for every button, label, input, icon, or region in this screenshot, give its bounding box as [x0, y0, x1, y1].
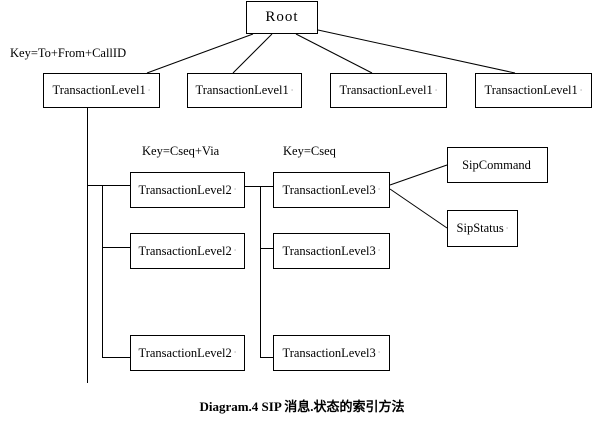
transaction-level2-node-1: TransactionLevel2·	[130, 172, 245, 208]
node-label: TransactionLevel1	[195, 83, 289, 98]
transaction-level1-node-4: TransactionLevel1·	[475, 73, 592, 108]
paragraph-mark: ·	[233, 348, 237, 357]
node-label: TransactionLevel3	[282, 345, 376, 360]
node-label: TransactionLevel1	[339, 83, 433, 98]
node-label: SipCommand	[462, 157, 531, 172]
paragraph-mark: ·	[579, 85, 583, 95]
key-label-level3: Key=Cseq	[283, 144, 336, 158]
transaction-level2-node-3: TransactionLevel2·	[130, 335, 245, 371]
paragraph-mark: ·	[377, 246, 381, 255]
transaction-level1-node-3: TransactionLevel1·	[330, 73, 447, 108]
paragraph-mark: ·	[147, 85, 151, 95]
transaction-level3-node-1: TransactionLevel3·	[273, 172, 390, 208]
node-label: TransactionLevel2	[138, 182, 232, 197]
node-label: TransactionLevel3	[282, 243, 376, 258]
node-label: TransactionLevel1	[484, 83, 578, 98]
sip-status-node: SipStatus·	[447, 210, 518, 247]
root-node: Root	[246, 1, 318, 34]
node-label: TransactionLevel2	[138, 345, 232, 360]
transaction-level1-node-2: TransactionLevel1·	[187, 73, 302, 108]
transaction-level3-node-3: TransactionLevel3·	[273, 335, 390, 371]
node-label: TransactionLevel1	[52, 83, 146, 98]
paragraph-mark: ·	[233, 246, 237, 255]
paragraph-mark: ·	[233, 185, 237, 194]
diagram-caption: Diagram.4 SIP 消息.状态的索引方法	[199, 399, 405, 414]
root-node-label: Root	[265, 9, 299, 25]
transaction-level3-node-2: TransactionLevel3·	[273, 233, 390, 269]
paragraph-mark: ·	[505, 223, 509, 233]
key-label-level1: Key=To+From+CallID	[10, 46, 127, 60]
paragraph-mark: ·	[377, 185, 381, 194]
paragraph-mark: ·	[434, 85, 438, 95]
node-label: TransactionLevel3	[282, 182, 376, 197]
paragraph-mark: ·	[377, 348, 381, 357]
transaction-level2-node-2: TransactionLevel2·	[130, 233, 245, 269]
key-label-level2: Key=Cseq+Via	[142, 144, 220, 158]
node-label: SipStatus	[456, 221, 504, 236]
transaction-level1-node-1: TransactionLevel1·	[43, 73, 160, 108]
paragraph-mark: ·	[290, 85, 294, 95]
node-label: TransactionLevel2	[138, 243, 232, 258]
sip-command-node: SipCommand	[447, 147, 548, 183]
